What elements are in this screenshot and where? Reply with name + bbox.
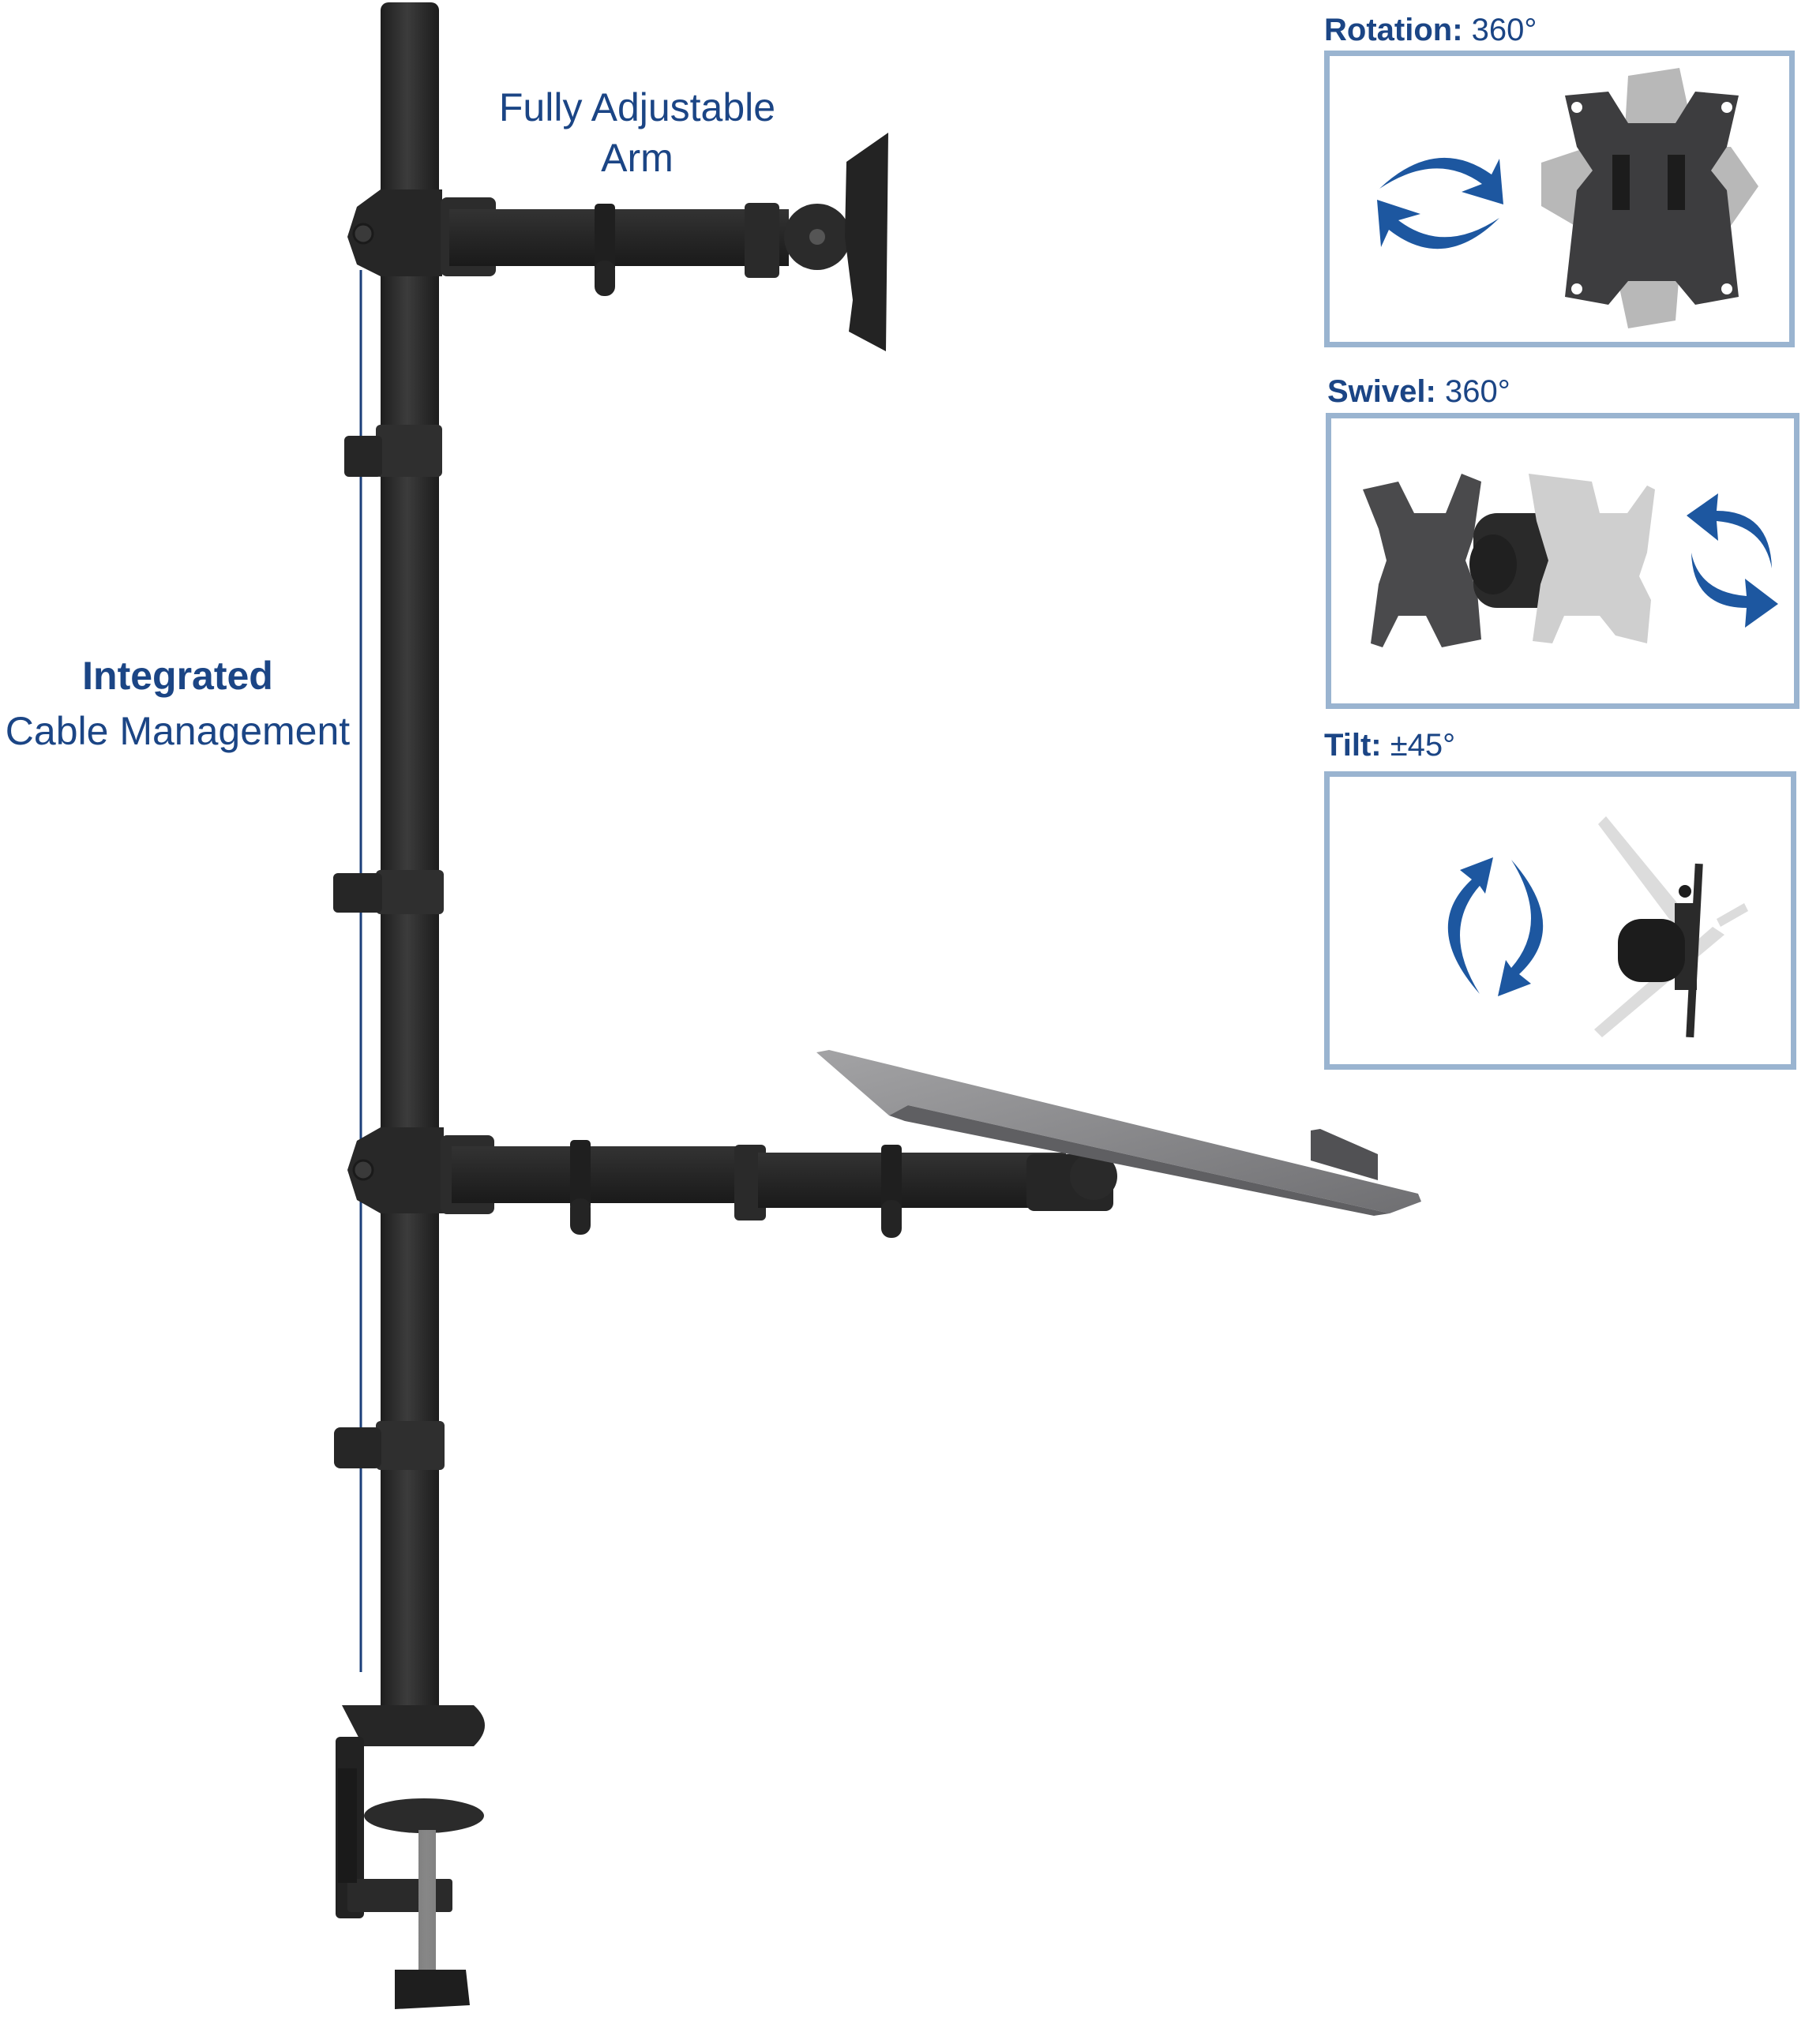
rotation-value: 360° [1471,13,1537,47]
arm-callout-line2: Arm [601,136,674,180]
swivel-arrows-icon [1687,493,1778,628]
rotation-key: Rotation: [1324,13,1463,47]
tilt-arrows-icon [1447,857,1544,996]
vesa-plate-swivel-icon [1363,474,1655,647]
tilt-feature-box [1324,771,1796,1070]
cable-callout-line2: Cable Management [5,709,351,753]
cable-clip-icon [333,870,444,914]
rotation-feature-box [1324,51,1795,347]
vesa-plate-rotation-icon [1541,68,1758,328]
tilt-mount-icon [1594,816,1748,1038]
tilt-value: ±45° [1390,728,1456,763]
cable-clip-icon [334,1421,445,1470]
desk-clamp [336,1705,485,2009]
tilt-key: Tilt: [1324,728,1382,763]
cable-clip-icon [344,425,442,477]
swivel-key: Swivel: [1327,374,1436,409]
monitor-mount-illustration [333,2,1421,2009]
tilt-feature-title: Tilt: ±45° [1324,728,1455,763]
cable-callout-line1: Integrated [82,654,273,698]
adjustable-arm-callout: Fully Adjustable Arm [483,84,791,182]
swivel-feature-title: Swivel: 360° [1327,374,1510,409]
arm-callout-line1: Fully Adjustable [498,85,776,129]
laptop-tray [816,1050,1421,1216]
lower-tray-arm [347,1127,1117,1238]
rotation-feature-title: Rotation: 360° [1324,13,1537,47]
upper-monitor-arm [347,133,888,351]
rotation-arrows-icon [1377,157,1503,249]
cable-management-callout: Integrated Cable Management [0,652,355,755]
swivel-feature-box [1326,413,1799,709]
swivel-value: 360° [1444,374,1510,409]
